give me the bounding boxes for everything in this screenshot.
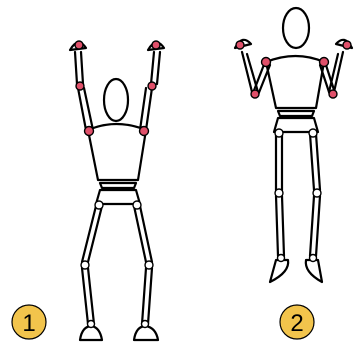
figure-2-left-elbow-joint xyxy=(251,90,259,98)
figure-1-left-shoulder-joint xyxy=(85,127,94,136)
step-number-1: 1 xyxy=(22,310,35,337)
figure-2-right-shoulder-joint xyxy=(320,58,329,67)
figure-2-right-hand-joint xyxy=(343,41,351,49)
figure-1-right-hip-joint xyxy=(133,201,141,209)
figure-1-right-knee-joint xyxy=(145,261,153,269)
figure-1 xyxy=(70,41,164,340)
step-badge-1: 1 xyxy=(12,305,46,339)
figure-2-left-thigh xyxy=(276,134,282,190)
figure-1-waist xyxy=(100,183,136,188)
figure-2-torso xyxy=(266,56,324,108)
figure-2-right-thigh xyxy=(310,134,320,190)
figure-2 xyxy=(235,8,352,282)
step-badge-2: 2 xyxy=(280,305,314,339)
figure-1-right-hand-joint xyxy=(152,41,160,49)
figure-1-right-forearm xyxy=(151,52,160,84)
figure-2-right-shin xyxy=(310,196,320,256)
figure-1-right-shin xyxy=(142,268,152,324)
figure-2-left-hip-joint xyxy=(275,129,283,137)
figure-2-right-knee-joint xyxy=(313,189,321,197)
figure-2-left-foot xyxy=(270,260,288,282)
figure-2-head xyxy=(283,8,309,48)
step-number-2: 2 xyxy=(290,310,303,337)
figure-2-left-knee-joint xyxy=(275,189,283,197)
figure-2-left-shin xyxy=(276,196,284,256)
figure-1-left-thigh xyxy=(82,206,102,262)
figure-1-left-knee-joint xyxy=(81,261,89,269)
figure-1-left-shin xyxy=(82,268,94,324)
figure-2-left-hand-joint xyxy=(236,41,244,49)
figure-1-left-hip-joint xyxy=(95,201,103,209)
figure-1-left-upper-arm xyxy=(78,88,93,130)
figure-2-left-shoulder-joint xyxy=(262,58,271,67)
figure-2-right-elbow-joint xyxy=(329,90,337,98)
figure-1-right-elbow-joint xyxy=(148,82,156,90)
figure-1-left-ankle-joint xyxy=(88,321,95,328)
figure-2-right-forearm xyxy=(329,52,343,92)
figure-2-right-hip-joint xyxy=(309,129,317,137)
figure-1-right-shoulder-joint xyxy=(140,127,149,136)
figure-1-pelvis xyxy=(96,190,140,204)
figure-2-right-foot xyxy=(306,260,322,282)
figure-2-left-forearm xyxy=(242,52,258,92)
figure-2-right-ankle-joint xyxy=(310,255,317,262)
figure-2-waist xyxy=(278,111,314,116)
figure-1-torso xyxy=(88,124,146,180)
figure-1-left-elbow-joint xyxy=(76,82,84,90)
figure-2-left-ankle-joint xyxy=(278,255,285,262)
figure-1-right-foot xyxy=(134,326,158,340)
figure-1-right-thigh xyxy=(134,206,152,262)
figure-1-right-ankle-joint xyxy=(142,321,149,328)
figure-1-left-hand-joint xyxy=(75,41,83,49)
figure-1-right-upper-arm xyxy=(140,88,152,130)
figure-1-head xyxy=(104,79,128,121)
figure-1-left-forearm xyxy=(75,52,83,84)
